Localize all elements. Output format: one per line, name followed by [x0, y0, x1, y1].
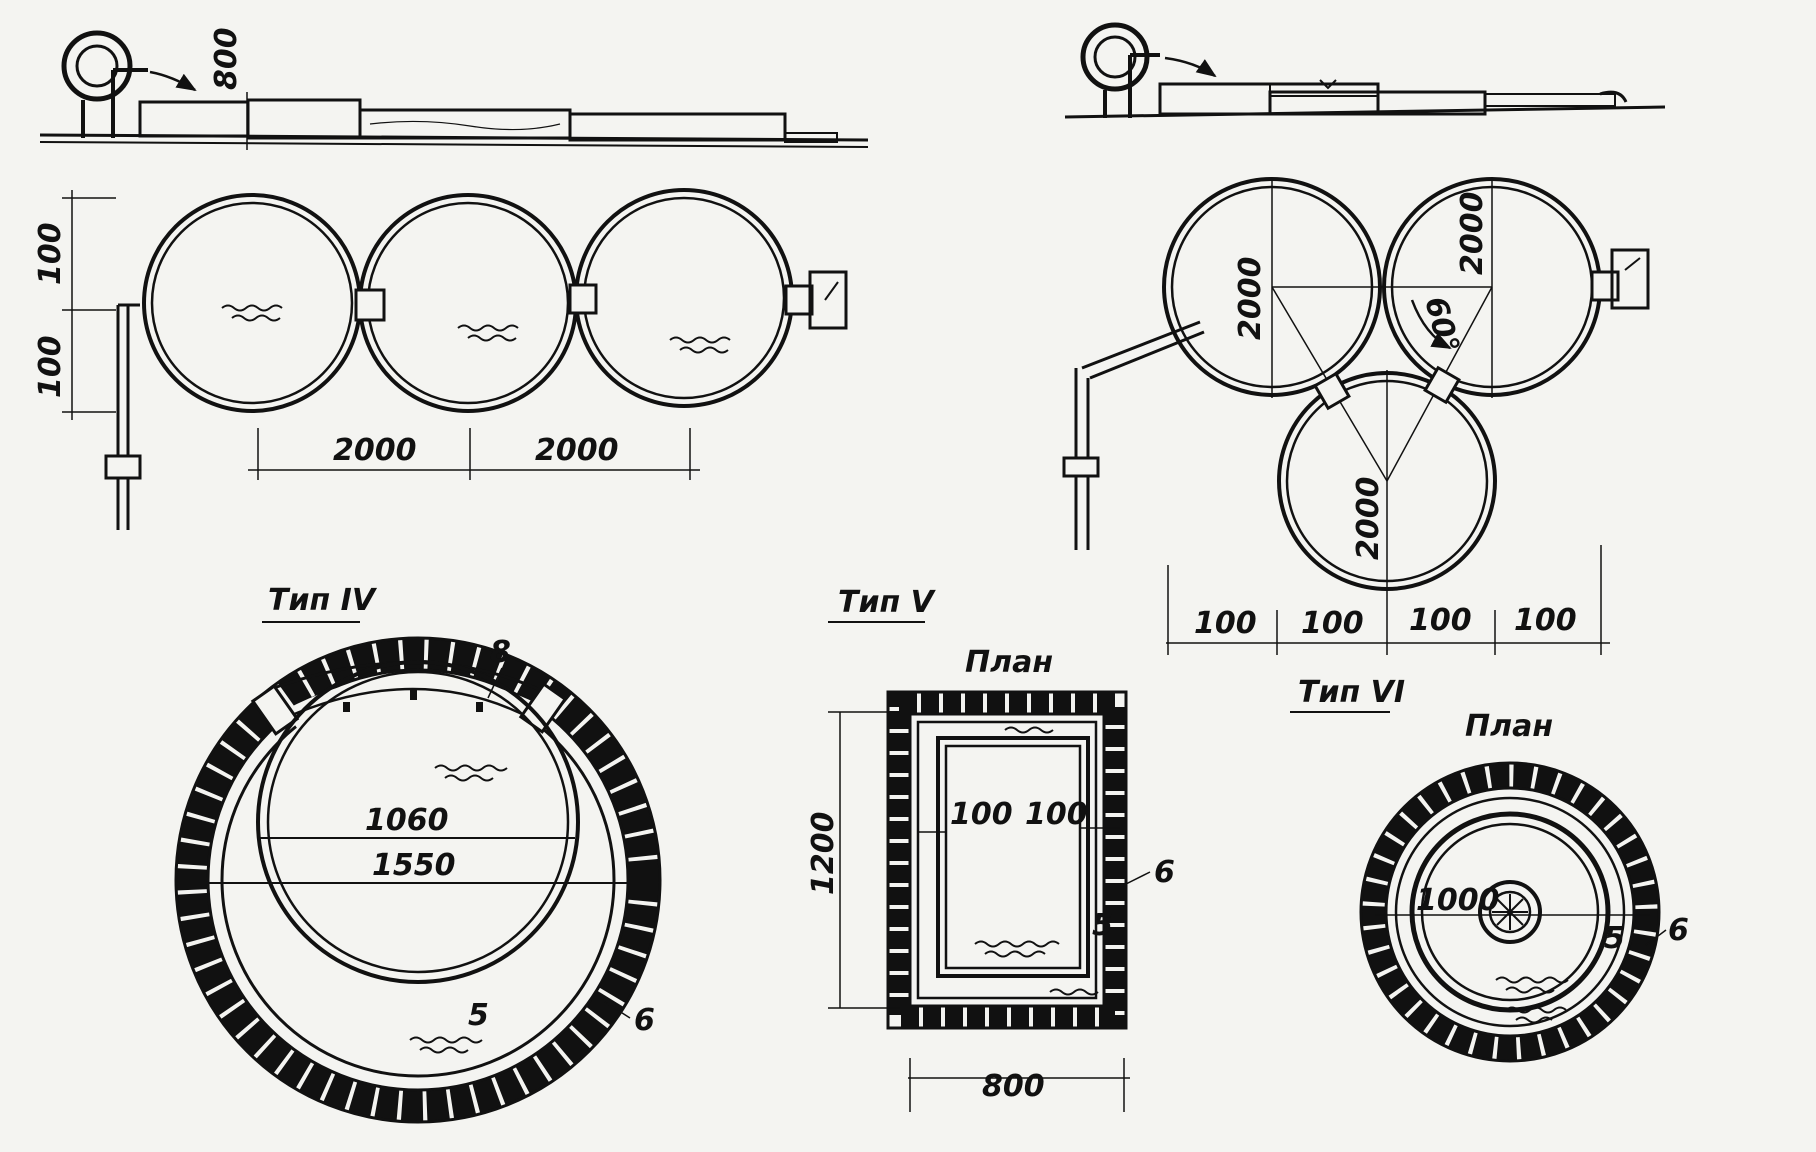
connector-pipe-2: [568, 283, 598, 315]
dim-100-chain-1: 100: [1194, 606, 1257, 641]
linear-arrangement: 800: [33, 27, 869, 530]
inner-chamber: [1409, 811, 1611, 1013]
inlet-ring-icon: [61, 30, 133, 102]
dim-100-chain-3: 100: [1409, 603, 1472, 638]
angle-60-label: 60°: [1417, 293, 1465, 357]
type-vi-plan-heading: План: [1465, 709, 1553, 744]
dim-2000-right: 2000: [535, 433, 619, 468]
dim-800-top: 800: [209, 27, 244, 90]
label-6: 6: [634, 1003, 655, 1038]
linear-plan-view: 100 100 2000 2000: [33, 188, 848, 530]
label-5: 5: [468, 998, 489, 1033]
label-6: 6: [1154, 855, 1175, 890]
brick-wall-frame: [888, 692, 1126, 1028]
flow-arrow-icon: [1164, 56, 1217, 78]
connector-pipe-1: [354, 288, 386, 322]
drain-grate-icon: [1478, 880, 1542, 944]
label-5: 5: [1604, 921, 1625, 956]
triangular-section-view: [1064, 22, 1666, 119]
triangular-arrangement: 60° 2000 2000 2000 100 100: [1062, 22, 1666, 655]
chamber-2: [358, 193, 578, 413]
type-iv-plan: Тип IV 1060 1550 8 5 6: [174, 583, 662, 1124]
outlet-box: [1610, 248, 1650, 310]
dim-2000-triangle-bottom: 2000: [1351, 477, 1386, 561]
dim-2000-left: 2000: [333, 433, 417, 468]
chamber-3: [574, 188, 794, 408]
brick-wall-ring: [176, 638, 660, 1122]
dim-100-right: 100: [1025, 797, 1088, 832]
inner-tank: [936, 736, 1090, 978]
dim-100-chain-4: 100: [1514, 603, 1577, 638]
outlet-box: [808, 270, 848, 330]
dim-100-left: 100: [950, 797, 1013, 832]
dim-1200: 1200: [806, 812, 841, 896]
type-vi-title: Тип VI: [1298, 675, 1405, 710]
dim-1000: 1000: [1416, 883, 1500, 918]
type-vi-plan: Тип VI План 1000 5 6: [1290, 675, 1689, 1063]
dim-100-upper: 100: [33, 222, 68, 285]
inlet-valve: [104, 454, 142, 480]
brick-wall-ring: [1362, 764, 1658, 1060]
triangular-plan-view: 60° 2000 2000 2000 100 100: [1062, 177, 1650, 655]
chamber-1: [142, 193, 362, 413]
type-iv-title: Тип IV: [268, 583, 378, 618]
dim-100-lower: 100: [33, 335, 68, 398]
dim-1550: 1550: [372, 848, 456, 883]
type-v-plan: Тип V План 1200 100 100 6 5 800: [806, 585, 1175, 1112]
label-5: 5: [1092, 908, 1113, 943]
dim-800: 800: [982, 1069, 1045, 1104]
linear-section-view: 800: [39, 27, 869, 150]
inner-chamber: [256, 660, 580, 984]
flow-arrow-icon: [149, 70, 197, 92]
connector-pipe-right: [1423, 365, 1461, 405]
dim-2000-triangle-right: 2000: [1455, 192, 1490, 276]
connector-pipe-left: [1313, 371, 1351, 411]
label-6: 6: [1668, 913, 1689, 948]
type-v-plan-heading: План: [965, 645, 1053, 680]
label-8: 8: [490, 635, 511, 670]
dim-100-chain-2: 100: [1301, 606, 1364, 641]
dim-2000-triangle-left: 2000: [1233, 257, 1268, 341]
inlet-valve: [1062, 456, 1100, 478]
type-v-title: Тип V: [838, 585, 937, 620]
dim-1060: 1060: [365, 803, 449, 838]
